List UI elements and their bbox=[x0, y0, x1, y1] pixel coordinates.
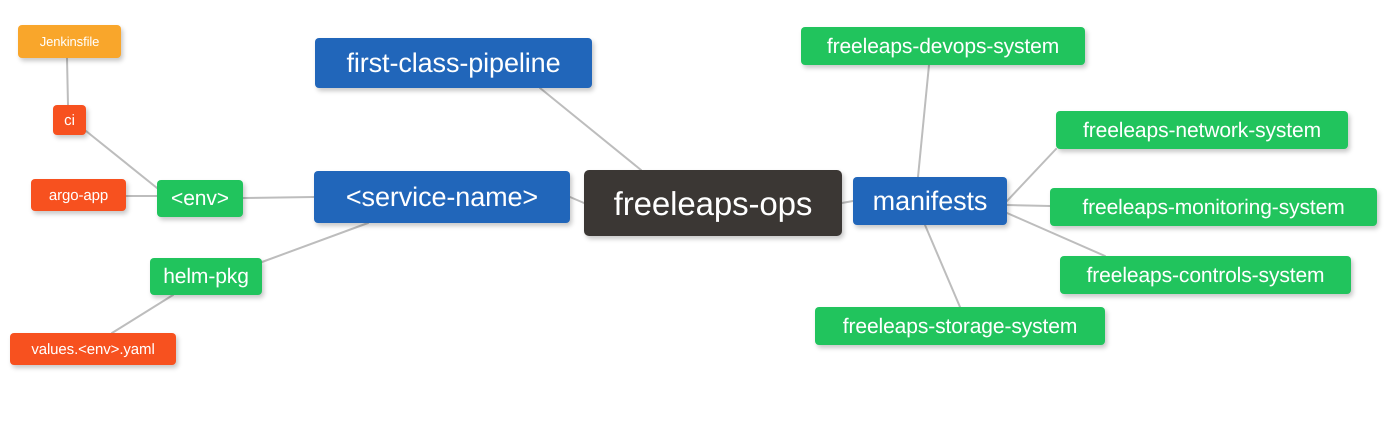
node-first-class-pipeline[interactable]: first-class-pipeline bbox=[315, 38, 592, 88]
node-values-env-yaml[interactable]: values.<env>.yaml bbox=[10, 333, 176, 365]
edge-ci-jenkinsfile bbox=[66, 57, 69, 106]
node-freeleaps-network-system[interactable]: freeleaps-network-system bbox=[1056, 111, 1348, 149]
node-helm-pkg[interactable]: helm-pkg bbox=[150, 258, 262, 295]
node-label: <service-name> bbox=[345, 181, 539, 212]
node-label: manifests bbox=[872, 185, 988, 216]
node-ci[interactable]: ci bbox=[53, 105, 86, 135]
node-label: values.<env>.yaml bbox=[31, 340, 155, 358]
node-jenkinsfile[interactable]: Jenkinsfile bbox=[18, 25, 121, 58]
node-freeleaps-storage-system[interactable]: freeleaps-storage-system bbox=[815, 307, 1105, 345]
edge-ops-service-name bbox=[569, 196, 585, 204]
edge-manifests-devops bbox=[917, 64, 930, 178]
node-label: freeleaps-ops bbox=[613, 184, 813, 222]
edge-manifests-storage bbox=[924, 224, 961, 308]
node-label: freeleaps-monitoring-system bbox=[1082, 195, 1345, 219]
node-freeleaps-devops-system[interactable]: freeleaps-devops-system bbox=[801, 27, 1085, 65]
node-service-name[interactable]: <service-name> bbox=[314, 171, 570, 223]
node-manifests[interactable]: manifests bbox=[853, 177, 1007, 225]
edge-ops-first-class bbox=[539, 87, 642, 171]
edge-service-env bbox=[242, 196, 315, 199]
node-label: freeleaps-controls-system bbox=[1086, 263, 1325, 287]
node-label: first-class-pipeline bbox=[346, 47, 561, 78]
edge-manifests-network bbox=[1006, 148, 1057, 202]
node-freeleaps-ops[interactable]: freeleaps-ops bbox=[584, 170, 842, 236]
node-label: argo-app bbox=[48, 186, 109, 204]
node-argo-app[interactable]: argo-app bbox=[31, 179, 126, 211]
edge-service-helm bbox=[261, 222, 369, 263]
node-label: helm-pkg bbox=[163, 265, 249, 288]
node-label: ci bbox=[64, 111, 75, 129]
node-freeleaps-controls-system[interactable]: freeleaps-controls-system bbox=[1060, 256, 1351, 294]
edge-ops-manifests bbox=[841, 200, 854, 204]
node-label: freeleaps-network-system bbox=[1082, 118, 1321, 142]
edge-manifests-monitoring bbox=[1006, 204, 1051, 207]
node-label: Jenkinsfile bbox=[39, 34, 100, 49]
edge-helm-values bbox=[111, 294, 174, 334]
node-freeleaps-monitoring-system[interactable]: freeleaps-monitoring-system bbox=[1050, 188, 1377, 226]
node-env[interactable]: <env> bbox=[157, 180, 243, 217]
node-label: freeleaps-storage-system bbox=[842, 314, 1078, 338]
node-label: <env> bbox=[171, 187, 229, 210]
node-label: freeleaps-devops-system bbox=[826, 34, 1060, 58]
